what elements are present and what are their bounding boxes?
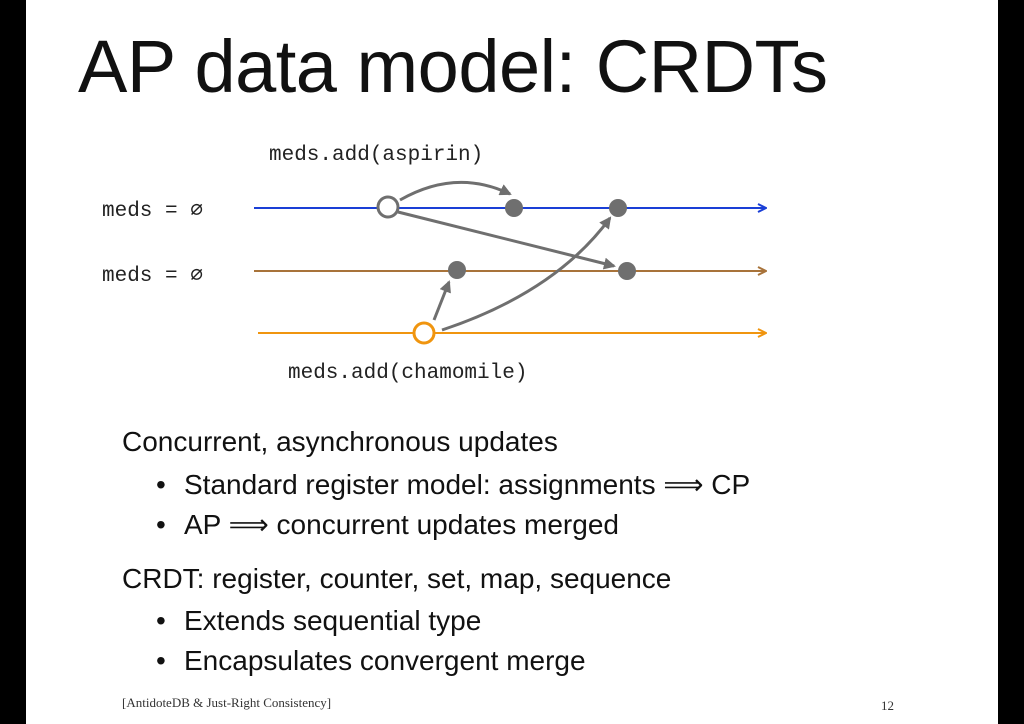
slide: AP data model: CRDTs meds.add(aspirin) m… (26, 0, 998, 724)
bullet-glyph: • (156, 509, 166, 540)
op-aspirin-label: meds.add(aspirin) (269, 144, 484, 167)
merge-event (505, 199, 523, 217)
message-arrow (399, 180, 512, 202)
bullet-item: • Standard register model: assignments ⟹ … (156, 468, 750, 501)
update-event-chamomile (412, 321, 436, 345)
crdt-timeline-diagram (254, 180, 998, 345)
update-event-aspirin (376, 195, 400, 219)
bullet-item: • Extends sequential type (156, 605, 481, 637)
footer-citation: [AntidoteDB & Just-Right Consistency] (122, 695, 332, 710)
section-2-heading: CRDT: register, counter, set, map, seque… (122, 563, 672, 594)
bullet-glyph: • (156, 605, 166, 636)
message-arrow (432, 280, 451, 321)
bullet-glyph: • (156, 645, 166, 676)
section-1-heading: Concurrent, asynchronous updates (122, 426, 558, 457)
message-arrow (441, 216, 612, 332)
bullet-text: Extends sequential type (184, 605, 482, 636)
merge-event (609, 199, 627, 217)
bullet-text: Encapsulates convergent merge (184, 645, 586, 676)
op-chamomile-label: meds.add(chamomile) (288, 362, 528, 385)
bullet-text: AP ⟹ concurrent updates merged (184, 509, 619, 540)
replica-2-label: meds = ∅ (102, 265, 203, 288)
bullet-text: Standard register model: assignments ⟹ C… (184, 469, 751, 500)
bullet-item: • Encapsulates convergent merge (156, 645, 586, 677)
bullet-item: • AP ⟹ concurrent updates merged (156, 508, 619, 541)
merge-event (448, 261, 466, 279)
message-arrow (397, 210, 616, 270)
page-number: 12 (881, 698, 894, 713)
slide-title: AP data model: CRDTs (78, 25, 828, 108)
replica-1-label: meds = ∅ (102, 200, 203, 223)
bullet-glyph: • (156, 469, 166, 500)
merge-event (618, 262, 636, 280)
